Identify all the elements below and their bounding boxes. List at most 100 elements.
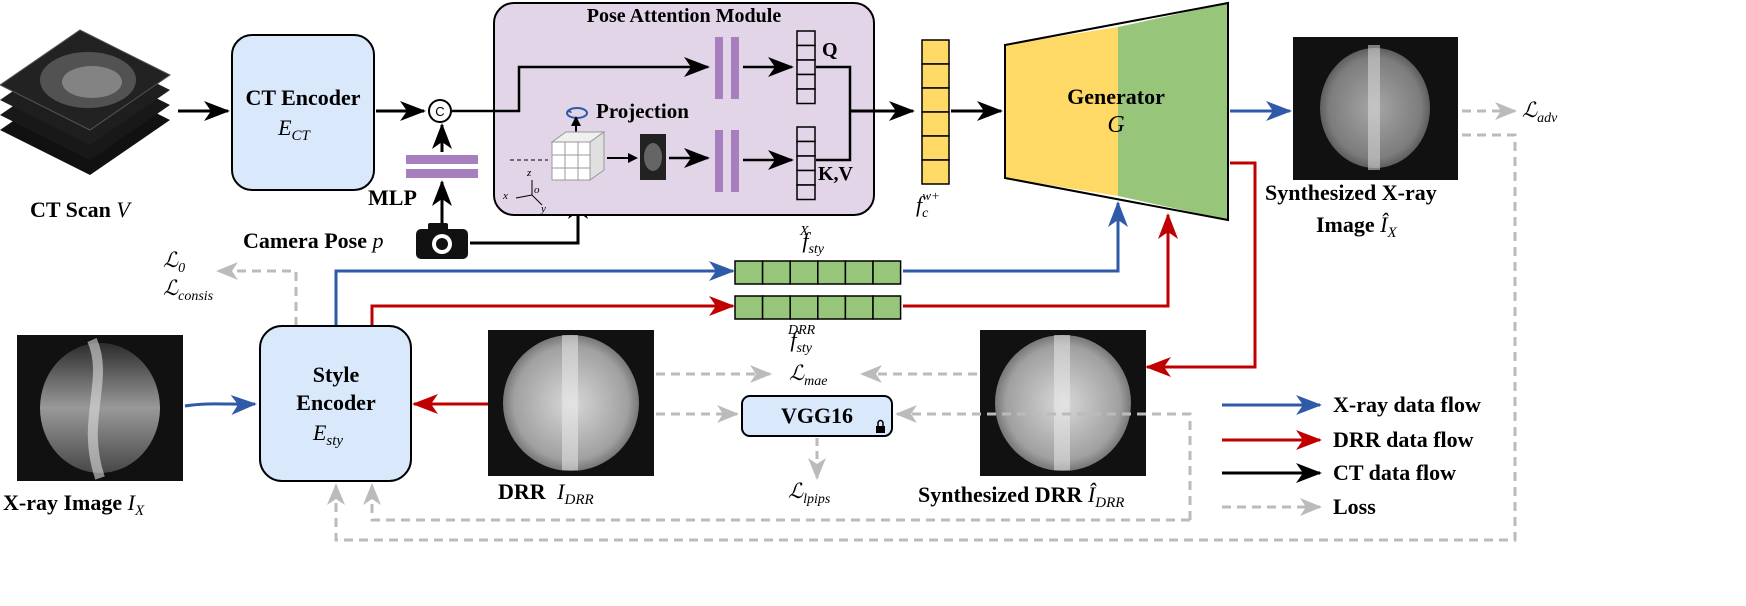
q-layer-bar-2 [731,37,739,99]
fc-cell [921,135,950,161]
lock-icon [876,419,885,433]
pam-title: Pose Attention Module [587,5,782,27]
generator-right-half [1118,3,1228,220]
f-sty-x-feature [734,260,902,285]
concat-symbol [428,99,452,123]
style-encoder-to-consis-arrow [216,262,298,326]
synth-drr-label: Synthesized DRR ÎDRR [918,482,1124,511]
synth-drr-to-vgg-arrow [895,405,1192,520]
synth-xray-label-line1: Synthesized X-ray [1265,180,1437,205]
f-sty-x-cell [761,260,791,285]
f-sty-x-to-generator-arrow [903,201,1128,273]
kv-layer-bar-2 [731,130,739,192]
kv-cell [796,169,816,186]
kv-cell [796,184,816,201]
axis-x-label: x [502,190,508,202]
q-layer-bar-1 [715,37,723,99]
kv-cell [796,155,816,172]
q-cell [796,88,816,105]
xray-to-style-encoder-arrow [184,394,257,415]
f-sty-drr-cell [872,295,902,320]
legend-xray-label: X-ray data flow [1333,392,1481,417]
xray-input-image [17,335,183,481]
f-sty-x-cell [844,260,874,285]
axis-o-label: o [534,184,540,196]
f-sty-drr-to-generator-arrow [903,213,1178,308]
f-sty-x-cell [817,260,847,285]
drr-label: DRR IDRR [498,479,594,508]
style-encoder-label-2: Encoder [296,390,376,415]
f-sty-drr-feature [734,295,902,320]
ct-encoder-box [231,34,375,191]
loss-0-label: ℒ0 [163,248,185,276]
drr-image [488,330,654,476]
synthesized-drr-image [980,330,1146,476]
ct-encoder-label: CT Encoder [245,85,360,110]
f-sty-drr-cell [761,295,791,320]
style-encoder-to-f-sty-drr-arrow [370,296,735,326]
ct-scan-image [0,29,171,175]
loss-adv-label: ℒadv [1522,98,1558,126]
generator-symbol: G [1107,112,1124,138]
fc-label: fcw+ [916,188,940,221]
synth-drr-feedback-arrow [363,483,1190,522]
loss-consis-label: ℒconsis [163,276,214,304]
ct-scan-label: CT Scan V [30,197,132,222]
style-encoder-to-f-sty-x-arrow [334,261,735,326]
axis-icon [510,159,548,206]
legend-ct-label: CT data flow [1333,460,1456,485]
concat-to-q-branch-arrow [452,57,710,113]
projection-label: Projection [596,99,689,123]
camera-pose-label: Camera Pose p [243,228,384,253]
loss-mae-label: ℒmae [789,361,827,389]
fc-cell [921,159,950,185]
synthesized-xray-image [1293,37,1458,180]
f-sty-drr-cell [817,295,847,320]
generator-left-half [1005,27,1118,196]
axis-y-label: y [540,203,546,215]
qkv-merge-line [816,65,852,162]
kv-cell [796,126,816,143]
kv-layer-bar-1 [715,130,723,192]
mlp-bar-1 [406,155,478,164]
vgg16-box [741,395,893,437]
f-sty-x-label: fstyX [799,224,825,257]
f-sty-x-cell [872,260,902,285]
fc-cell [921,63,950,89]
kv-label: K,V [818,163,854,185]
q-cell [796,44,816,61]
style-encoder-label-1: Style [313,362,360,387]
q-feature-vector [796,30,816,105]
q-label: Q [822,39,838,61]
fc-cell [921,111,950,137]
projection-image [640,134,666,180]
style-encoder-box [259,325,412,482]
f-sty-drr-cell [734,295,764,320]
style-encoder-symbol: Esty [312,420,343,449]
xray-input-label: X-ray Image IX [3,490,145,519]
loss-lpips-label: ℒlpips [788,479,831,507]
mlp-label: MLP [368,185,417,210]
voxel-cube-icon [550,131,606,181]
f-sty-x-cell [789,260,819,285]
fc-cell [921,87,950,113]
kv-cell [796,140,816,157]
generator-to-synth-drr-arrow [1145,161,1257,377]
synth-xray-label-line2: Image ÎX [1316,212,1397,241]
q-cell [796,73,816,90]
generator-label: Generator [1067,84,1165,109]
ct-encoder-symbol: ECT [277,115,311,144]
f-sty-x-cell [734,260,764,285]
fc-feature-vector [921,39,950,185]
legend-loss-label: Loss [1333,494,1376,519]
axis-z-label: z [526,167,532,179]
generator-outline [1004,1,1229,222]
f-sty-drr-cell [789,295,819,320]
f-sty-drr-label: fstyDRR [787,323,816,356]
q-cell [796,59,816,76]
legend: X-ray data flow DRR data flow CT data fl… [1222,392,1481,519]
vgg16-label: VGG16 [781,403,853,428]
mlp-bar-2 [406,169,478,178]
synth-xray-feedback-arrow [327,133,1517,542]
